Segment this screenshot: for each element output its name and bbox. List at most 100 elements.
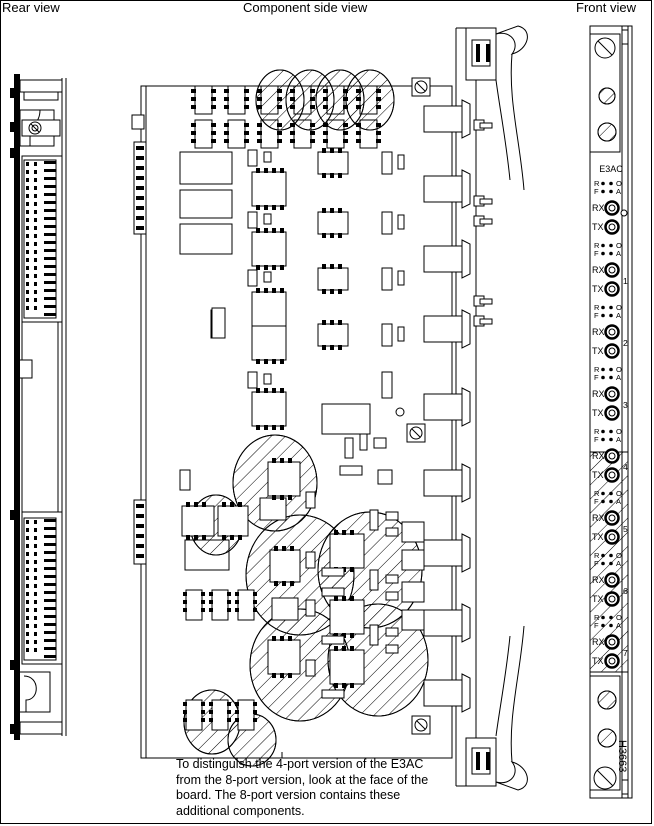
qfp-chip-column-pins — [256, 168, 284, 430]
port-rx-connector-2[interactable] — [604, 324, 620, 340]
port-tx-connector-6[interactable] — [604, 591, 620, 607]
rear-screw-slot — [30, 123, 40, 133]
rear-connector-lower-body — [23, 517, 57, 661]
port-tx-connector-2[interactable] — [604, 343, 620, 359]
coax-connector-group — [423, 99, 471, 713]
dip-chip-row-lower — [194, 119, 378, 149]
front-screw-bottom-2-icon — [597, 728, 617, 748]
port-legend-o-1: O — [616, 241, 622, 250]
front-top-tab — [621, 29, 629, 45]
port-tx-label-3: TX — [592, 408, 604, 418]
port-number-5: 5 — [623, 524, 628, 534]
ejector-handle-top — [465, 25, 528, 191]
board-mount-screw-top — [411, 77, 431, 97]
port-rx-connector-0[interactable] — [604, 200, 620, 216]
port-legend-dot-fr-2 — [609, 313, 613, 318]
bottom-dip-cluster-pins — [183, 592, 257, 722]
port-tx-label-5: TX — [592, 532, 604, 542]
port-tx-label-2: TX — [592, 346, 604, 356]
port-rx-label-6: RX — [592, 575, 605, 585]
port-legend-o-0: O — [616, 179, 622, 188]
port-legend-f-5: F — [594, 497, 599, 506]
highlight-region-top — [255, 69, 395, 131]
port-legend-dot-fl-1 — [601, 251, 605, 256]
port-rx-connector-7[interactable] — [604, 634, 620, 650]
port-legend-dot-rl-6 — [601, 553, 605, 558]
port-legend-dot-fr-3 — [609, 375, 613, 380]
port-legend-o-3: O — [616, 365, 622, 374]
front-screw-lower-icon — [597, 122, 617, 142]
port-legend-r-7: R — [594, 613, 600, 622]
port-legend-o-5: O — [616, 489, 622, 498]
port-legend-r-0: R — [594, 179, 600, 188]
right-chip-column — [317, 151, 371, 435]
port-legend-dot-fr-1 — [609, 251, 613, 256]
port-number-2: 2 — [623, 338, 628, 348]
front-screw-top-icon — [594, 37, 616, 59]
port-number-4: 4 — [623, 462, 628, 472]
port-legend-a-4: A — [616, 435, 621, 444]
port-rx-connector-3[interactable] — [604, 386, 620, 402]
board-mount-screw-mid — [406, 423, 426, 443]
port-tx-label-0: TX — [592, 222, 604, 232]
port-rx-connector-6[interactable] — [604, 572, 620, 588]
port-rx-label-4: RX — [592, 451, 605, 461]
port-tx-connector-0[interactable] — [604, 219, 620, 235]
port-tx-connector-5[interactable] — [604, 529, 620, 545]
rear-view-title: Rear view — [2, 0, 60, 15]
port-legend-o-4: O — [616, 427, 622, 436]
rear-screw-tab-2 — [10, 122, 20, 132]
front-screw-bottom-1-icon — [597, 690, 617, 710]
port-tx-connector-1[interactable] — [604, 281, 620, 297]
port-legend-r-2: R — [594, 303, 600, 312]
port-legend-dot-fr-0 — [609, 189, 613, 194]
port-rx-label-1: RX — [592, 265, 605, 275]
port-tx-connector-4[interactable] — [604, 467, 620, 483]
port-rx-connector-5[interactable] — [604, 510, 620, 526]
figure-caption: To distinguish the 4-port version of the… — [176, 757, 429, 818]
port-legend-dot-rl-5 — [601, 491, 605, 496]
front-screw-bottom-3-icon — [593, 766, 617, 790]
port-legend-o-7: O — [616, 613, 622, 622]
rear-screw-tab-6 — [10, 724, 20, 734]
component-side-view-title: Component side view — [243, 0, 368, 15]
board-via-hole — [395, 407, 405, 417]
port-number-6: 6 — [623, 586, 628, 596]
port-legend-r-1: R — [594, 241, 600, 250]
port-legend-dot-fl-3 — [601, 375, 605, 380]
rear-lower-knob — [20, 671, 51, 713]
port-rx-label-2: RX — [592, 327, 605, 337]
port-legend-r-5: R — [594, 489, 600, 498]
port-tx-connector-3[interactable] — [604, 405, 620, 421]
port-legend-dot-fl-0 — [601, 189, 605, 194]
port-legend-f-2: F — [594, 311, 599, 320]
port-rx-connector-1[interactable] — [604, 262, 620, 278]
front-bottom-tab — [621, 779, 629, 795]
port-legend-a-1: A — [616, 249, 621, 258]
rear-screw-tab-4 — [10, 510, 20, 520]
rear-top-bracket-inner — [23, 91, 59, 101]
port-tx-connector-7[interactable] — [604, 653, 620, 669]
highlighted-chip-pins — [186, 458, 354, 688]
rear-mid-notch — [20, 359, 33, 379]
port-legend-o-2: O — [616, 303, 622, 312]
figure-id-label: H3663 — [616, 740, 628, 772]
port-rx-connector-4[interactable] — [604, 448, 620, 464]
rear-connector-upper-pins — [26, 161, 56, 316]
port-tx-label-1: TX — [592, 284, 604, 294]
port-legend-dot-rl-7 — [601, 615, 605, 620]
port-legend-dot-rr-0 — [609, 181, 613, 186]
ejector-handle-bottom — [465, 625, 528, 791]
board-left-tab-top — [131, 114, 145, 130]
front-panel-model-label: E3AC — [599, 164, 623, 174]
rear-lower-knob-curve — [23, 675, 37, 712]
port-legend-dot-fr-4 — [609, 437, 613, 442]
port-legend-f-7: F — [594, 621, 599, 630]
qfp-chip-column — [210, 171, 287, 427]
port-legend-dot-fl-6 — [601, 561, 605, 566]
port-legend-a-0: A — [616, 187, 621, 196]
